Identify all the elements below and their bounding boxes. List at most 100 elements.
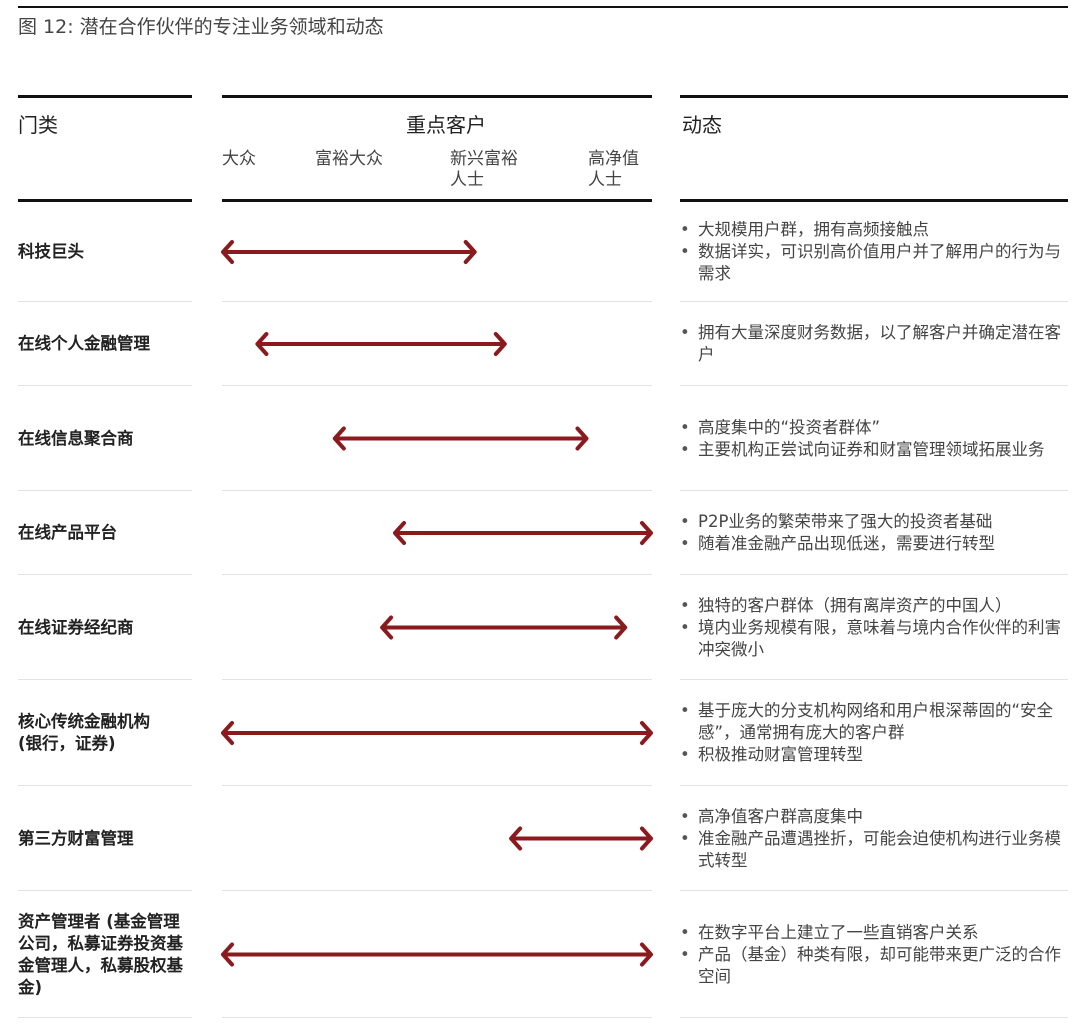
dynamics-note: 独特的客户群体（拥有离岸资产的中国人） xyxy=(678,595,1068,617)
coverage-arrow xyxy=(221,942,653,967)
dynamics-note: 高度集中的“投资者群体” xyxy=(678,417,1068,439)
row-category: 资产管理者 (基金管理公司，私募证券投资基金管理人，私募股权基金) xyxy=(18,911,183,997)
arrow-head-left xyxy=(221,721,234,745)
coverage-arrow xyxy=(255,332,507,356)
arrow-head-right xyxy=(640,521,653,545)
row-dynamics: 在数字平台上建立了一些直销客户关系产品（基金）种类有限，却可能带来更广泛的合作空… xyxy=(678,922,1068,988)
row-divider xyxy=(18,1017,192,1018)
row-divider xyxy=(680,785,1068,786)
arrow-head-left xyxy=(221,942,234,967)
subheader-rule-right xyxy=(680,199,1068,202)
header-rule-left xyxy=(18,95,192,98)
coverage-arrow xyxy=(221,721,653,745)
table-row: 在线产品平台 P2P业务的繁荣带来了强大的投资者基础随着准金融产品出现低迷，需要进… xyxy=(0,491,1080,575)
header-rule-mid xyxy=(222,95,652,98)
row-divider xyxy=(680,679,1068,680)
coverage-arrow xyxy=(221,240,477,264)
row-divider xyxy=(222,574,652,575)
row-category: 在线产品平台 xyxy=(18,523,117,542)
row-divider xyxy=(680,574,1068,575)
segment-mass: 大众 xyxy=(222,149,256,169)
row-divider xyxy=(222,490,652,491)
row-divider xyxy=(680,301,1068,302)
header-category: 门类 xyxy=(18,113,58,137)
arrow-head-left xyxy=(380,615,394,640)
coverage-arrow xyxy=(509,826,653,851)
row-category: 第三方财富管理 xyxy=(18,828,134,848)
table-row: 在线个人金融管理 拥有大量深度财务数据，以了解客户并确定潜在客户 xyxy=(0,302,1080,386)
row-category: 在线信息聚合商 xyxy=(18,428,134,448)
arrow-head-left xyxy=(393,521,406,545)
row-divider xyxy=(222,1017,652,1018)
arrow-head-right xyxy=(493,332,507,356)
segment-hnw: 高净值 人士 xyxy=(588,149,639,190)
table-row: 资产管理者 (基金管理公司，私募证券投资基金管理人，私募股权基金) 在数字平台上建… xyxy=(0,891,1080,1018)
row-divider xyxy=(18,490,192,491)
arrow-head-right xyxy=(640,721,653,745)
row-category: 核心传统金融机构 (银行，证券) xyxy=(18,712,150,753)
arrow-head-right xyxy=(614,615,628,640)
table-row: 在线信息聚合商 高度集中的“投资者群体”主要机构正尝试向证券和财富管理领域拓展业务 xyxy=(0,386,1080,491)
figure-title: 图 12: 潜在合作伙伴的专注业务领域和动态 xyxy=(18,16,384,38)
dynamics-note: 产品（基金）种类有限，却可能带来更广泛的合作空间 xyxy=(678,944,1068,988)
row-divider xyxy=(680,890,1068,891)
row-divider xyxy=(18,574,192,575)
segment-emerging-affluent: 新兴富裕 人士 xyxy=(450,149,518,190)
table-row: 第三方财富管理 高净值客户群高度集中准金融产品遭遇挫折，可能会迫使机构进行业务模式… xyxy=(0,786,1080,891)
row-dynamics: 独特的客户群体（拥有离岸资产的中国人）境内业务规模有限，意味着与境内合作伙伴的利… xyxy=(678,595,1068,661)
coverage-arrow xyxy=(393,521,653,545)
dynamics-note: 高净值客户群高度集中 xyxy=(678,806,1068,828)
table-row: 科技巨头 大规模用户群，拥有高频接触点数据详实，可识别高价值用户并了解用户的行为与… xyxy=(0,202,1080,302)
arrow-head-right xyxy=(463,240,477,264)
arrow-head-left xyxy=(255,332,269,356)
row-dynamics: 高净值客户群高度集中准金融产品遭遇挫折，可能会迫使机构进行业务模式转型 xyxy=(678,806,1068,872)
row-divider xyxy=(18,301,192,302)
row-divider xyxy=(18,679,192,680)
row-dynamics: 拥有大量深度财务数据，以了解客户并确定潜在客户 xyxy=(678,322,1068,366)
row-category: 科技巨头 xyxy=(18,242,84,261)
subheader-rule-mid xyxy=(222,199,652,202)
row-dynamics: P2P业务的繁荣带来了强大的投资者基础随着准金融产品出现低迷，需要进行转型 xyxy=(678,511,1068,555)
dynamics-note: 积极推动财富管理转型 xyxy=(678,744,1068,766)
row-dynamics: 大规模用户群，拥有高频接触点数据详实，可识别高价值用户并了解用户的行为与需求 xyxy=(678,219,1068,285)
dynamics-note: 准金融产品遭遇挫折，可能会迫使机构进行业务模式转型 xyxy=(678,828,1068,872)
table-row: 在线证券经纪商 独特的客户群体（拥有离岸资产的中国人）境内业务规模有限，意味着与境… xyxy=(0,575,1080,680)
row-divider xyxy=(18,890,192,891)
arrow-head-right xyxy=(575,426,589,451)
header-rule-right xyxy=(680,95,1068,98)
row-divider xyxy=(680,490,1068,491)
row-divider xyxy=(222,785,652,786)
row-dynamics: 高度集中的“投资者群体”主要机构正尝试向证券和财富管理领域拓展业务 xyxy=(678,417,1068,461)
row-category: 在线证券经纪商 xyxy=(18,617,134,637)
row-divider xyxy=(222,679,652,680)
arrow-head-right xyxy=(640,826,653,851)
arrow-head-left xyxy=(221,240,234,264)
coverage-arrow xyxy=(380,615,628,640)
dynamics-note: 拥有大量深度财务数据，以了解客户并确定潜在客户 xyxy=(678,322,1068,366)
table-row: 核心传统金融机构 (银行，证券) 基于庞大的分支机构网络和用户根深蒂固的“安全感”… xyxy=(0,680,1080,786)
segment-affluent: 富裕大众 xyxy=(315,149,383,169)
row-dynamics: 基于庞大的分支机构网络和用户根深蒂固的“安全感”，通常拥有庞大的客户群积极推动财… xyxy=(678,700,1068,766)
arrow-head-left xyxy=(332,426,346,451)
arrow-head-left xyxy=(509,826,523,851)
dynamics-note: 基于庞大的分支机构网络和用户根深蒂固的“安全感”，通常拥有庞大的客户群 xyxy=(678,700,1068,744)
dynamics-note: 随着准金融产品出现低迷，需要进行转型 xyxy=(678,533,1068,555)
dynamics-note: 大规模用户群，拥有高频接触点 xyxy=(678,219,1068,241)
coverage-arrow xyxy=(332,426,589,451)
dynamics-note: 数据详实，可识别高价值用户并了解用户的行为与需求 xyxy=(678,241,1068,285)
row-divider xyxy=(222,890,652,891)
row-divider xyxy=(18,785,192,786)
row-divider xyxy=(18,385,192,386)
dynamics-note: P2P业务的繁荣带来了强大的投资者基础 xyxy=(678,511,1068,533)
row-divider xyxy=(680,385,1068,386)
row-category: 在线个人金融管理 xyxy=(18,334,150,353)
row-divider xyxy=(222,301,652,302)
header-customers: 重点客户 xyxy=(406,113,486,137)
row-divider xyxy=(680,1017,1068,1018)
row-divider xyxy=(222,385,652,386)
dynamics-note: 主要机构正尝试向证券和财富管理领域拓展业务 xyxy=(678,439,1068,461)
dynamics-note: 境内业务规模有限，意味着与境内合作伙伴的利害冲突微小 xyxy=(678,617,1068,661)
subheader-rule-left xyxy=(18,199,192,202)
header-dynamics: 动态 xyxy=(682,113,722,137)
arrow-head-right xyxy=(640,942,653,967)
